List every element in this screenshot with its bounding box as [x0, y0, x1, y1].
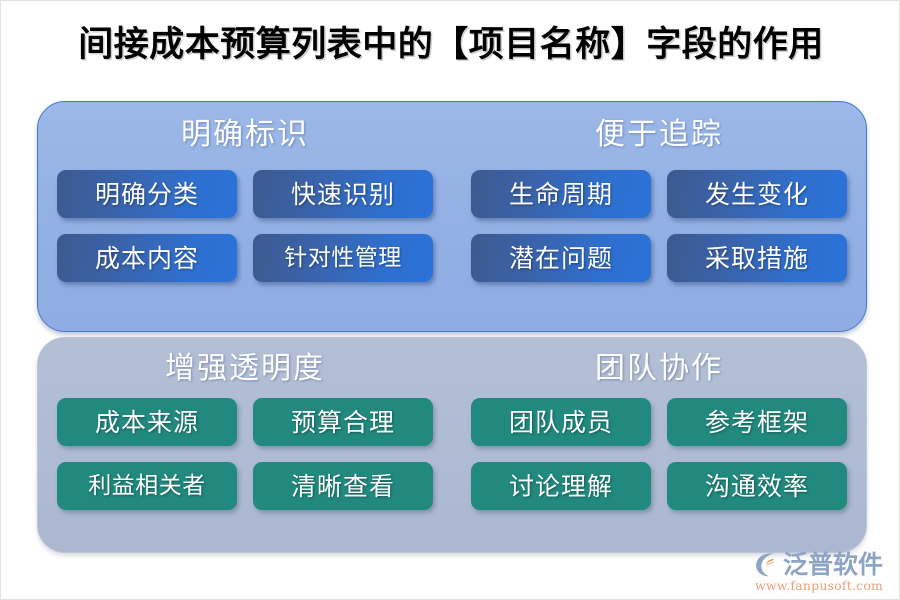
group-team-collaboration: 团队协作 团队成员 参考框架 讨论理解 沟通效率: [452, 338, 866, 552]
chip-item[interactable]: 利益相关者: [57, 462, 237, 510]
chip-item[interactable]: 采取措施: [667, 234, 847, 282]
chip-grid-easy-tracking: 生命周期 发生变化 潜在问题 采取措施: [452, 170, 866, 282]
group-enhanced-transparency: 增强透明度 成本来源 预算合理 利益相关者 清晰查看: [38, 338, 452, 552]
group-header-team-collaboration: 团队协作: [595, 351, 723, 386]
panel-clear-identification-tracking: 明确标识 明确分类 快速识别 成本内容 针对性管理 便于追踪 生命周期 发生变化…: [37, 101, 867, 332]
group-header-easy-tracking: 便于追踪: [595, 117, 723, 152]
panel-transparency-collaboration: 增强透明度 成本来源 预算合理 利益相关者 清晰查看 团队协作 团队成员 参考框…: [37, 337, 867, 553]
chip-item[interactable]: 明确分类: [57, 170, 237, 218]
chip-item[interactable]: 预算合理: [253, 398, 433, 446]
chip-item[interactable]: 成本来源: [57, 398, 237, 446]
chip-item[interactable]: 成本内容: [57, 234, 237, 282]
fanpu-swoosh-logo-icon: [753, 551, 780, 578]
brand-logo[interactable]: 泛普软件 www.fanpusoft.com: [753, 550, 891, 594]
brand-name: 泛普软件: [783, 549, 884, 579]
chip-item[interactable]: 讨论理解: [471, 462, 651, 510]
brand-url: www.fanpusoft.com: [755, 578, 884, 593]
chip-grid-enhanced-transparency: 成本来源 预算合理 利益相关者 清晰查看: [38, 398, 452, 510]
chip-item[interactable]: 生命周期: [471, 170, 651, 218]
chip-item[interactable]: 清晰查看: [253, 462, 433, 510]
chip-item[interactable]: 针对性管理: [253, 234, 433, 282]
chip-item[interactable]: 沟通效率: [667, 462, 847, 510]
chip-grid-team-collaboration: 团队成员 参考框架 讨论理解 沟通效率: [452, 398, 866, 510]
page-title: 间接成本预算列表中的【项目名称】字段的作用: [78, 24, 824, 65]
chip-item[interactable]: 参考框架: [667, 398, 847, 446]
group-header-clear-identification: 明确标识: [181, 117, 309, 152]
group-clear-identification: 明确标识 明确分类 快速识别 成本内容 针对性管理: [38, 102, 452, 331]
chip-item[interactable]: 快速识别: [253, 170, 433, 218]
chip-grid-clear-identification: 明确分类 快速识别 成本内容 针对性管理: [38, 170, 452, 282]
group-easy-tracking: 便于追踪 生命周期 发生变化 潜在问题 采取措施: [452, 102, 866, 331]
chip-item[interactable]: 发生变化: [667, 170, 847, 218]
chip-item[interactable]: 团队成员: [471, 398, 651, 446]
brand-logo-row: 泛普软件: [753, 550, 891, 578]
group-header-enhanced-transparency: 增强透明度: [165, 351, 325, 386]
chip-item[interactable]: 潜在问题: [471, 234, 651, 282]
